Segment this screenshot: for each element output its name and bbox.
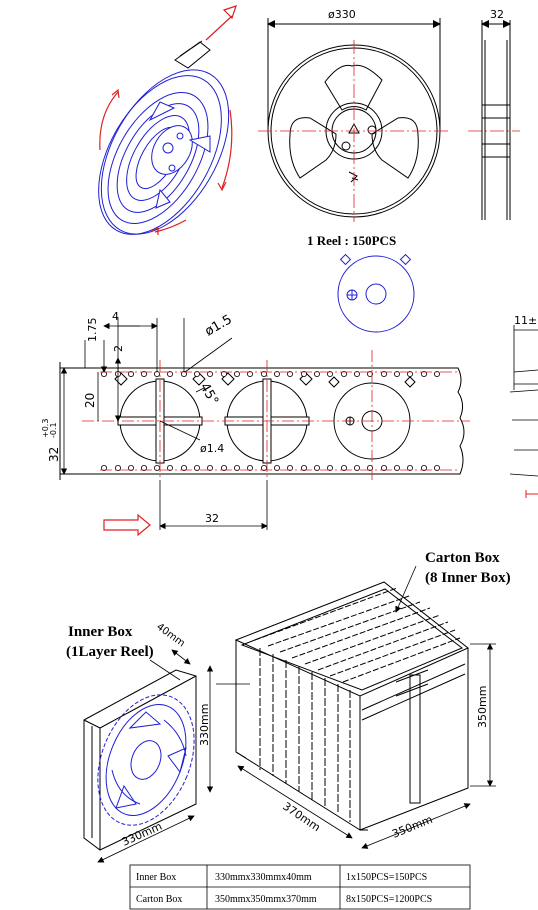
dim-pitch-32: 32 (205, 512, 219, 525)
inner-box-reel (97, 694, 195, 826)
reel-width-label: 32 (490, 8, 504, 21)
dim-edge-175: 1.75 (86, 318, 99, 343)
dim-width-tol-lower: -0.1 (49, 422, 58, 438)
tape-side-view-partial (509, 325, 538, 477)
table-row-carton-qty: 8x150PCS=1200PCS (346, 894, 432, 905)
dim-hole-14: ø1.4 (200, 442, 224, 455)
table-row-carton-size: 350mmx350mmx370mm (215, 894, 317, 905)
inner-box-subtitle: (1Layer Reel) (66, 644, 154, 660)
reel-isometric-view (98, 40, 230, 235)
feed-direction-arrow-right-partial (525, 490, 538, 498)
sprocket-holes-top (101, 370, 440, 377)
table-row-inner-size: 330mmx330mmx40mm (215, 872, 312, 883)
component-top-view (337, 253, 415, 333)
reel-centerlines (258, 40, 520, 222)
carton-dimension-lines (237, 565, 496, 849)
inner-depth-label: 40mm (154, 622, 187, 650)
reel-quantity-label: 1 Reel : 150PCS (307, 233, 396, 248)
table-row-inner-qty: 1x150PCS=150PCS (346, 872, 427, 883)
inner-box-title: Inner Box (68, 624, 133, 640)
rotation-arrows (99, 5, 237, 235)
inner-height-label: 330mm (198, 704, 211, 746)
tape-centerlines (82, 350, 470, 480)
dim-angle-45: 45° (197, 381, 222, 408)
carton-box (234, 581, 469, 831)
table-row-inner-name: Inner Box (136, 872, 176, 883)
dim-cover-partial: 11± (514, 314, 537, 327)
dim-offset-2: 2 (112, 345, 125, 352)
sprocket-holes-bottom (101, 464, 440, 471)
carton-width-label: 350mm (390, 813, 434, 841)
dim-width-tol-upper: +0.3 (41, 419, 50, 438)
dim-hole-15: ø1.5 (203, 312, 235, 339)
reel-diameter-label: ø330 (328, 8, 356, 21)
carton-length-label: 370mm (280, 800, 322, 835)
inner-dimension-lines (97, 649, 250, 863)
dim-pitch-4: 4 (112, 310, 119, 323)
carton-box-title: Carton Box (425, 550, 500, 566)
dim-row-20: 20 (83, 393, 97, 408)
carton-height-label: 350mm (476, 686, 489, 728)
spec-table (129, 864, 471, 910)
tape-dimension-lines (60, 318, 268, 530)
feed-direction-arrow (103, 513, 151, 537)
table-row-carton-name: Carton Box (136, 894, 182, 905)
dim-width-32: 32 (47, 447, 61, 462)
reel-side-view (481, 20, 511, 220)
carton-box-subtitle: (8 Inner Box) (425, 570, 511, 586)
